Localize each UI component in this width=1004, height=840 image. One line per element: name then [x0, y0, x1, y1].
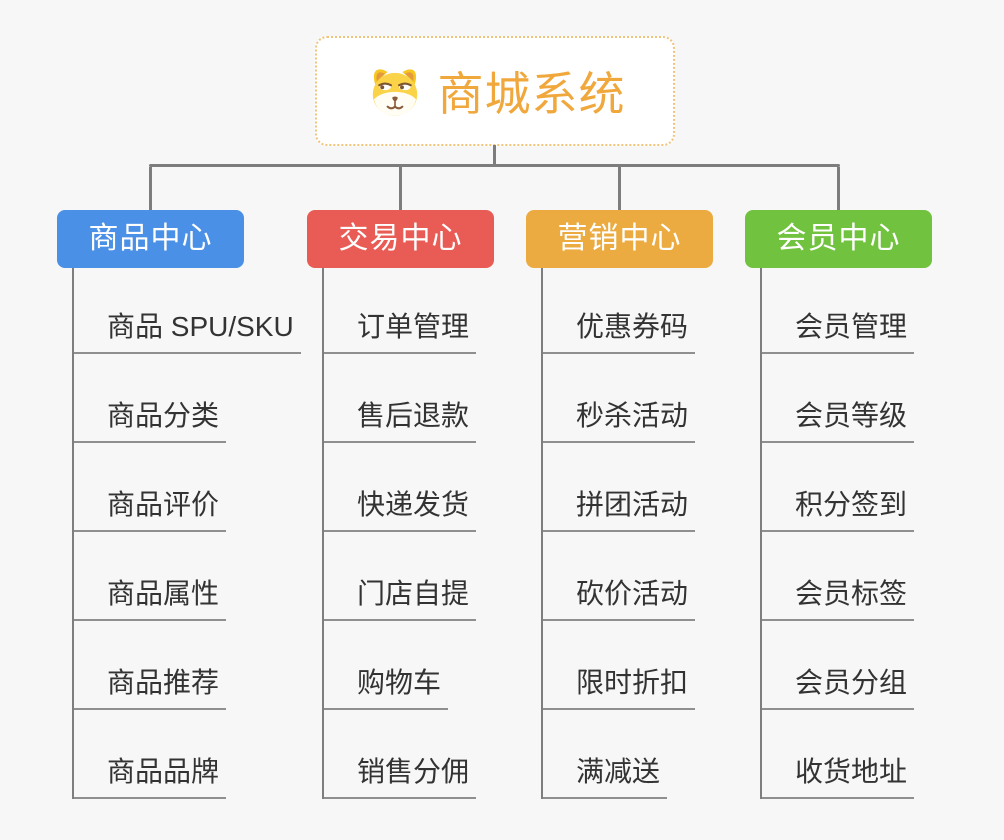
item-row: 满减送	[543, 710, 766, 799]
item-product-center-1[interactable]: 商品分类	[74, 394, 227, 443]
root-title: 商城系统	[437, 68, 626, 120]
item-row: 门店自提	[324, 532, 547, 621]
item-row: 商品推荐	[74, 621, 297, 710]
item-product-center-4[interactable]: 商品推荐	[74, 661, 227, 710]
dog-face-icon	[372, 69, 417, 116]
item-row: 拼团活动	[543, 443, 766, 532]
connector-bus	[149, 164, 840, 167]
item-row: 商品品牌	[74, 710, 297, 799]
connector-stem	[493, 145, 496, 167]
item-row: 商品分类	[74, 354, 297, 443]
item-row: 会员等级	[762, 354, 985, 443]
branch-member-center: 会员中心会员管理会员等级积分签到会员标签会员分组收货地址	[745, 210, 985, 799]
item-member-center-2[interactable]: 积分签到	[762, 483, 915, 532]
connector-drop-trade-center	[399, 167, 402, 210]
branch-node-product-center[interactable]: 商品中心	[57, 210, 244, 268]
item-product-center-2[interactable]: 商品评价	[74, 483, 227, 532]
item-member-center-5[interactable]: 收货地址	[762, 750, 915, 799]
branch-marketing-center: 营销中心优惠券码秒杀活动拼团活动砍价活动限时折扣满减送	[526, 210, 766, 799]
item-trade-center-5[interactable]: 销售分佣	[324, 750, 477, 799]
item-row: 会员管理	[762, 268, 985, 354]
item-trade-center-0[interactable]: 订单管理	[324, 305, 477, 354]
item-marketing-center-0[interactable]: 优惠券码	[543, 305, 696, 354]
item-row: 商品属性	[74, 532, 297, 621]
item-row: 订单管理	[324, 268, 547, 354]
item-row: 限时折扣	[543, 621, 766, 710]
item-trade-center-4[interactable]: 购物车	[324, 661, 449, 710]
branch-node-trade-center[interactable]: 交易中心	[307, 210, 494, 268]
item-row: 会员分组	[762, 621, 985, 710]
branch-node-marketing-center[interactable]: 营销中心	[526, 210, 713, 268]
item-member-center-0[interactable]: 会员管理	[762, 305, 915, 354]
item-row: 收货地址	[762, 710, 985, 799]
item-trade-center-3[interactable]: 门店自提	[324, 572, 477, 621]
branch-items-trade-center: 订单管理售后退款快递发货门店自提购物车销售分佣	[322, 268, 547, 799]
item-trade-center-2[interactable]: 快递发货	[324, 483, 477, 532]
connector-drop-product-center	[149, 167, 152, 210]
item-member-center-1[interactable]: 会员等级	[762, 394, 915, 443]
item-member-center-4[interactable]: 会员分组	[762, 661, 915, 710]
branch-product-center: 商品中心商品 SPU/SKU 商品分类商品评价商品属性商品推荐商品品牌	[57, 210, 301, 799]
item-row: 购物车	[324, 621, 547, 710]
item-marketing-center-5[interactable]: 满减送	[543, 750, 668, 799]
item-product-center-0[interactable]: 商品 SPU/SKU	[74, 305, 301, 354]
item-marketing-center-3[interactable]: 砍价活动	[543, 572, 696, 621]
item-product-center-3[interactable]: 商品属性	[74, 572, 227, 621]
item-row: 砍价活动	[543, 532, 766, 621]
item-member-center-3[interactable]: 会员标签	[762, 572, 915, 621]
item-row: 商品评价	[74, 443, 297, 532]
item-row: 秒杀活动	[543, 354, 766, 443]
branch-items-member-center: 会员管理会员等级积分签到会员标签会员分组收货地址	[760, 268, 985, 799]
branch-items-marketing-center: 优惠券码秒杀活动拼团活动砍价活动限时折扣满减送	[541, 268, 766, 799]
item-row: 商品 SPU/SKU	[74, 268, 301, 354]
root-node[interactable]: 商城系统	[315, 36, 675, 146]
item-marketing-center-2[interactable]: 拼团活动	[543, 483, 696, 532]
branch-trade-center: 交易中心订单管理售后退款快递发货门店自提购物车销售分佣	[307, 210, 547, 799]
item-row: 会员标签	[762, 532, 985, 621]
item-row: 快递发货	[324, 443, 547, 532]
connector-drop-marketing-center	[618, 167, 621, 210]
item-product-center-5[interactable]: 商品品牌	[74, 750, 227, 799]
connector-drop-member-center	[837, 167, 840, 210]
branch-items-product-center: 商品 SPU/SKU 商品分类商品评价商品属性商品推荐商品品牌	[72, 268, 301, 799]
item-row: 售后退款	[324, 354, 547, 443]
item-marketing-center-4[interactable]: 限时折扣	[543, 661, 696, 710]
branch-node-member-center[interactable]: 会员中心	[745, 210, 932, 268]
item-row: 销售分佣	[324, 710, 547, 799]
item-marketing-center-1[interactable]: 秒杀活动	[543, 394, 696, 443]
item-row: 优惠券码	[543, 268, 766, 354]
item-trade-center-1[interactable]: 售后退款	[324, 394, 477, 443]
item-row: 积分签到	[762, 443, 985, 532]
